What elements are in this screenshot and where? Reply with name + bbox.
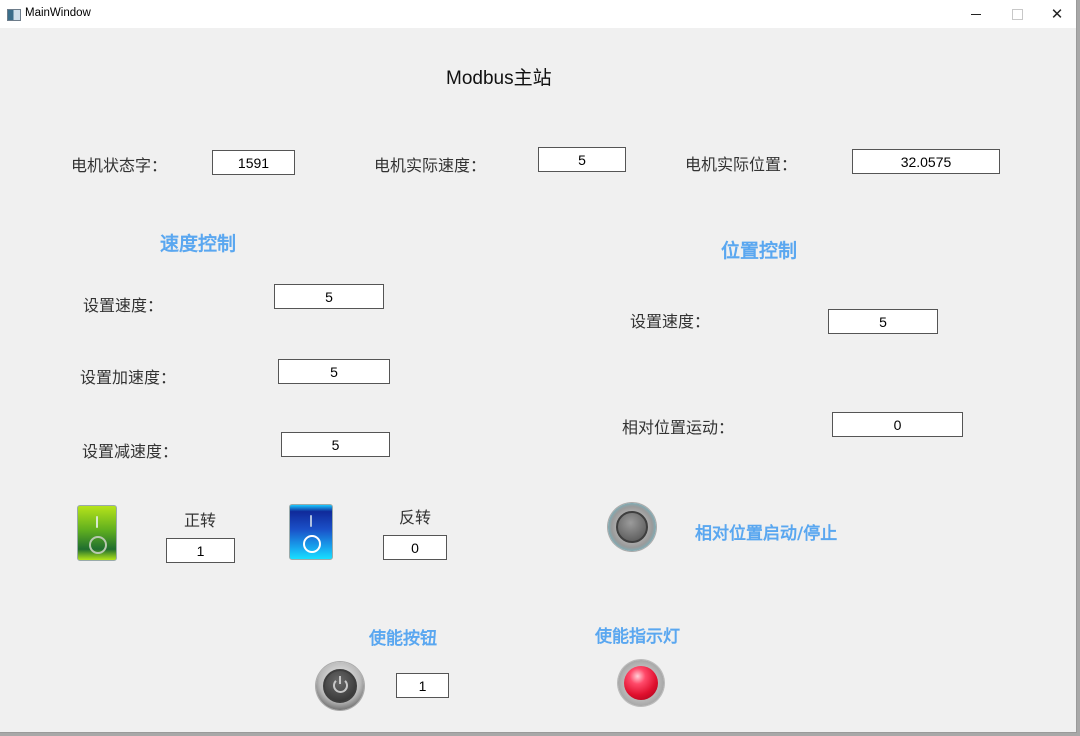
set-deceleration-label: 设置减速度： <box>82 442 179 461</box>
set-speed-label: 设置速度： <box>83 296 164 315</box>
close-button[interactable]: ✕ <box>1035 0 1079 28</box>
motor-actual-position-label: 电机实际位置： <box>685 155 798 174</box>
close-icon: ✕ <box>1050 5 1064 23</box>
motor-actual-speed-label: 电机实际速度： <box>374 156 487 175</box>
reverse-value-field[interactable] <box>383 535 447 560</box>
motor-status-word-field[interactable] <box>212 150 295 175</box>
reverse-switch[interactable] <box>289 504 333 560</box>
set-speed-field[interactable] <box>274 284 384 309</box>
enable-button-label: 使能按钮 <box>369 629 437 649</box>
title-bar[interactable]: MainWindow ✕ <box>0 0 1076 28</box>
motor-actual-position-field[interactable] <box>852 149 1000 174</box>
relative-start-stop-label: 相对位置启动/停止 <box>695 524 838 544</box>
power-stem-icon <box>339 676 341 684</box>
app-icon <box>7 9 21 21</box>
power-icon <box>323 669 357 703</box>
relative-move-field[interactable] <box>832 412 963 437</box>
switch-off-mark-icon <box>89 536 107 554</box>
push-button-icon <box>616 511 648 543</box>
forward-switch[interactable] <box>77 505 117 561</box>
position-set-speed-field[interactable] <box>828 309 938 334</box>
relative-start-stop-button[interactable] <box>608 503 656 551</box>
relative-move-label: 相对位置运动： <box>622 418 735 437</box>
enable-indicator-label: 使能指示灯 <box>595 627 680 647</box>
enable-button[interactable] <box>316 662 364 710</box>
led-lamp-icon <box>624 666 658 700</box>
set-deceleration-field[interactable] <box>281 432 390 457</box>
switch-off-mark-icon <box>303 535 321 553</box>
minimize-button[interactable] <box>954 0 998 28</box>
position-set-speed-label: 设置速度： <box>630 312 711 331</box>
motor-actual-speed-field[interactable] <box>538 147 626 172</box>
switch-on-mark-icon <box>310 515 312 527</box>
reverse-label: 反转 <box>399 508 432 527</box>
minimize-icon <box>971 13 981 15</box>
page-title: Modbus主站 <box>446 68 552 89</box>
maximize-button[interactable] <box>995 0 1039 28</box>
set-acceleration-label: 设置加速度： <box>80 368 177 387</box>
maximize-icon <box>1011 8 1023 20</box>
switch-on-mark-icon <box>96 516 98 528</box>
power-ring-icon <box>333 678 348 693</box>
position-control-title: 位置控制 <box>721 240 798 262</box>
forward-value-field[interactable] <box>166 538 235 563</box>
forward-label: 正转 <box>184 511 217 530</box>
enable-value-field[interactable] <box>396 673 449 698</box>
motor-status-word-label: 电机状态字： <box>71 156 168 175</box>
enable-indicator-light <box>618 660 664 706</box>
speed-control-title: 速度控制 <box>160 233 237 255</box>
window-title: MainWindow <box>25 7 91 19</box>
set-acceleration-field[interactable] <box>278 359 390 384</box>
